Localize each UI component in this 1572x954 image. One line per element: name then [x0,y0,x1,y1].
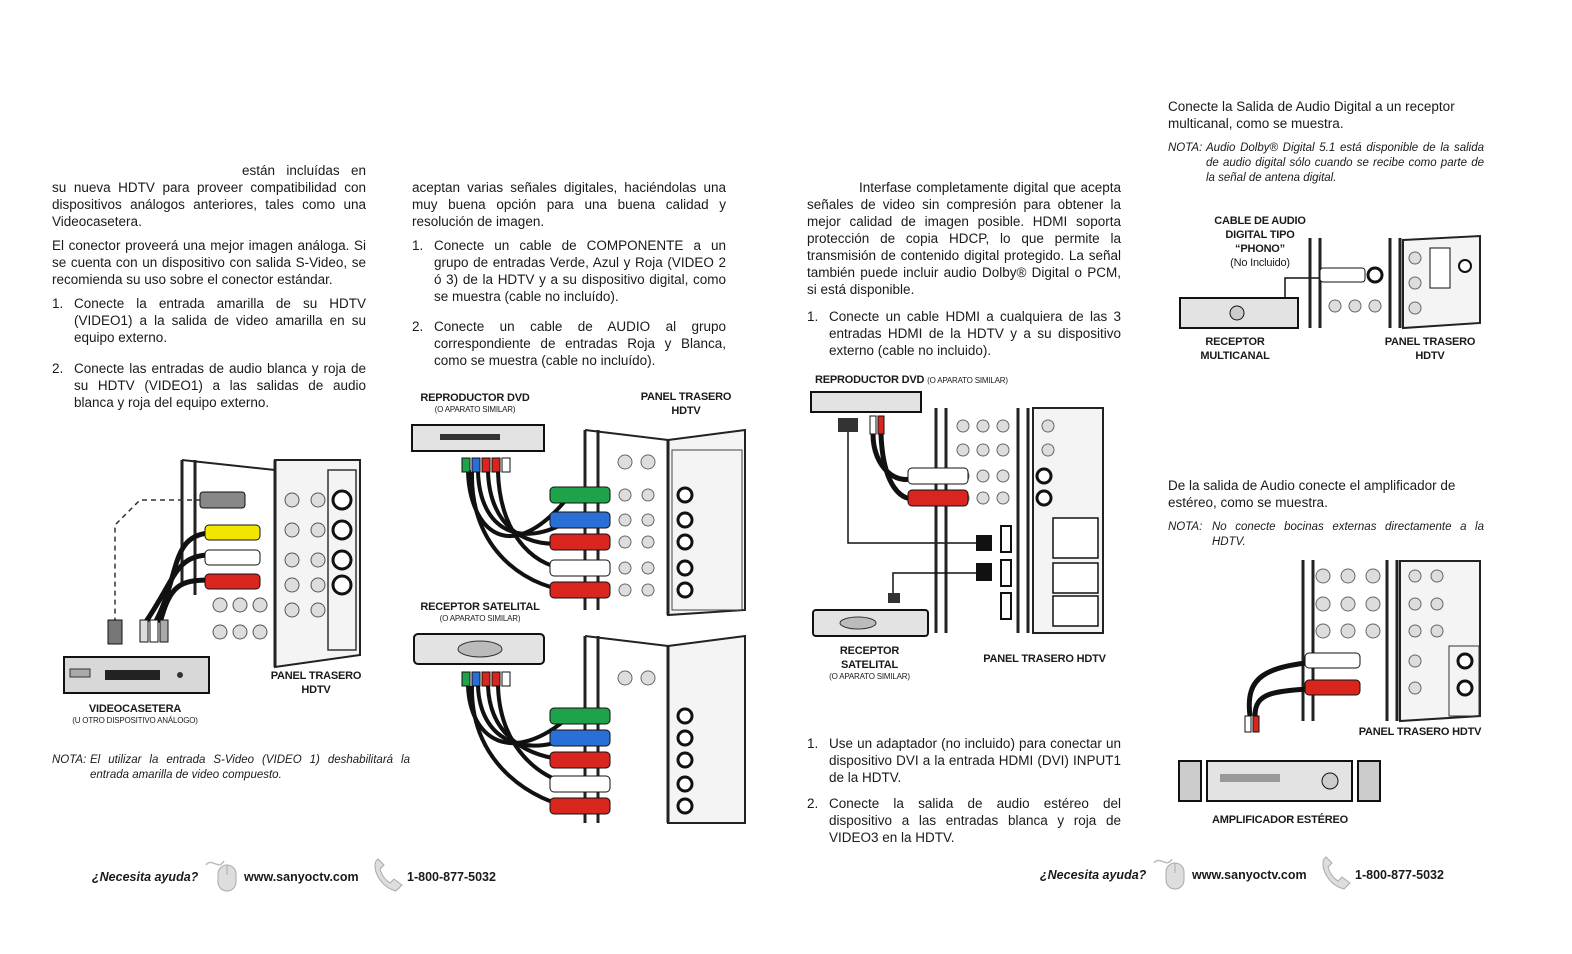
note-label: NOTA: [52,754,87,766]
step-number: 1. [807,309,819,324]
digital-audio-paragraph: Conecte la Salida de Audio Digital a un … [1168,99,1455,131]
caption-cable-title: CABLE DE AUDIO DIGITAL TIPO “PHONO” [1214,215,1306,255]
caption-cable: CABLE DE AUDIO DIGITAL TIPO “PHONO” (No … [1205,214,1315,270]
note-text: No conecte bocinas externas directamente… [1212,521,1484,548]
caption-sat-2: RECEPTOR SATELITAL (O APARATO SIMILAR) [415,600,545,624]
caption-sat-sub: (O APARATO SIMILAR) [439,614,521,623]
step-number: 2. [412,319,424,334]
list-item: 2. Conecte la salida de audio estéreo del… [807,795,1121,846]
hdmi-connection-diagram [810,391,1104,637]
step-number: 2. [807,796,819,811]
hdmi-paragraph: Interfase completamente digital que acep… [807,180,1121,297]
phone-icon [374,858,403,892]
phone-icon [1322,856,1351,890]
note-svideo: NOTA: El utilizar la entrada S-Video (VI… [52,753,410,783]
caption-panel-4b: PANEL TRASERO HDTV [1358,726,1482,738]
caption-panel-1: PANEL TRASERO HDTV [270,670,362,696]
dvi-steps: 1. Use un adaptador (no incluido) para co… [807,735,1121,846]
phone-number: 1-800-877-5032 [407,870,496,884]
list-item: 1. Conecte un cable de COMPONENTE a un gr… [412,237,726,305]
note-speakers: NOTA: No conecte bocinas externas direct… [1168,520,1484,550]
dvd-component-diagram [411,424,746,617]
list-item: 1. Conecte un cable HDMI a cualquiera de … [807,308,1121,359]
note-label: NOTA: [1168,142,1203,154]
website-link[interactable]: www.sanyoctv.com [244,870,359,884]
note-dolby: NOTA: Audio Dolby® Digital 5.1 está disp… [1168,141,1484,186]
amplifier-connection-diagram [1178,560,1481,802]
list-item: 2. Conecte las entradas de audio blanca y… [52,360,366,411]
column-3: Interfase completamente digital que acep… [807,179,1121,368]
caption-dvd-2: REPRODUCTOR DVD (O APARATO SIMILAR) [415,391,535,415]
step-text: Use un adaptador (no incluido) para cone… [829,736,1121,785]
caption-dvd-3: REPRODUCTOR DVD (O APARATO SIMILAR) [815,373,1015,388]
caption-sat-title: RECEPTOR SATELITAL [839,645,900,671]
caption-sat-3: RECEPTOR SATELITAL (O APARATO SIMILAR) [812,644,927,682]
analog-steps: 1. Conecte la entrada amarilla de su HDTV… [52,295,366,411]
help-text: ¿Necesita ayuda? [1040,868,1147,882]
step-number: 1. [807,736,819,751]
amplifier-paragraph: De la salida de Audio conecte el amplifi… [1168,478,1456,510]
vcr-connection-diagram [63,459,361,694]
receiver-connection-diagram [1179,234,1481,330]
caption-vcr-sub: (U OTRO DISPOSITIVO ANÁLOGO) [72,716,198,725]
component-steps: 1. Conecte un cable de COMPONENTE a un gr… [412,237,726,369]
footer-right: ¿Necesita ayuda? www.sanyoctv.com 1-800-… [1040,853,1460,893]
note-text: Audio Dolby® Digital 5.1 está disponible… [1206,142,1484,184]
step-text: Conecte las entradas de audio blanca y r… [74,361,366,410]
step-text: Conecte la entrada amarilla de su HDTV (… [74,296,366,345]
caption-dvd-title: REPRODUCTOR DVD [815,374,925,386]
website-link[interactable]: www.sanyoctv.com [1192,868,1307,882]
step-number: 1. [52,296,64,311]
step-number: 2. [52,361,64,376]
list-item: 1. Use un adaptador (no incluido) para co… [807,735,1121,786]
column-2: aceptan varias señales digitales, hacién… [412,179,726,378]
note-label: NOTA: [1168,521,1203,533]
hdmi-steps: 1. Conecte un cable HDMI a cualquiera de … [807,308,1121,359]
mouse-icon [1153,858,1185,890]
column-4: Conecte la Salida de Audio Digital a un … [1168,98,1484,186]
list-item: 2. Conecte un cable de AUDIO al grupo cor… [412,318,726,369]
step-number: 1. [412,238,424,253]
caption-cable-sub: (No Incluido) [1230,257,1290,269]
mouse-icon [205,860,237,892]
phone-number: 1-800-877-5032 [1355,868,1444,882]
list-item: 1. Conecte la entrada amarilla de su HDTV… [52,295,366,346]
caption-panel-4a: PANEL TRASERO HDTV [1384,336,1476,362]
svideo-paragraph: El conector proveerá una mejor imagen an… [52,238,366,287]
caption-vcr: VIDEOCASETERA (U OTRO DISPOSITIVO ANÁLOG… [60,702,210,726]
footer-left: ¿Necesita ayuda? www.sanyoctv.com 1-800-… [92,855,512,895]
caption-dvd-sub: (O APARATO SIMILAR) [927,376,1008,385]
step-text: Conecte un cable HDMI a cualquiera de la… [829,309,1121,358]
caption-panel-3: PANEL TRASERO HDTV [983,653,1106,665]
component-paragraph: aceptan varias señales digitales, hacién… [412,180,726,229]
step-text: Conecte un cable de COMPONENTE a un grup… [434,238,726,304]
sat-component-diagram [413,633,746,824]
column-1: están incluídas en su nueva HDTV para pr… [52,162,366,420]
note-text: El utilizar la entrada S-Video (VIDEO 1)… [90,754,410,781]
step-text: Conecte un cable de AUDIO al grupo corre… [434,319,726,368]
help-text: ¿Necesita ayuda? [92,870,199,884]
caption-amplifier: AMPLIFICADOR ESTÉREO [1212,814,1348,826]
amplifier-instructions: De la salida de Audio conecte el amplifi… [1168,477,1484,550]
caption-receiver: RECEPTOR MULTICANAL [1200,336,1270,362]
caption-dvd-sub: (O APARATO SIMILAR) [434,405,516,414]
caption-sat-title: RECEPTOR SATELITAL [420,601,540,613]
caption-sat-sub: (O APARATO SIMILAR) [829,672,910,681]
caption-dvd-title: REPRODUCTOR DVD [420,392,530,404]
caption-panel-2: PANEL TRASERO HDTV [640,391,732,417]
intro-paragraph: están incluídas en su nueva HDTV para pr… [52,163,366,229]
dvi-instructions: 1. Use un adaptador (no incluido) para co… [807,735,1121,855]
step-text: Conecte la salida de audio estéreo del d… [829,796,1121,845]
caption-vcr-title: VIDEOCASETERA [88,703,182,715]
